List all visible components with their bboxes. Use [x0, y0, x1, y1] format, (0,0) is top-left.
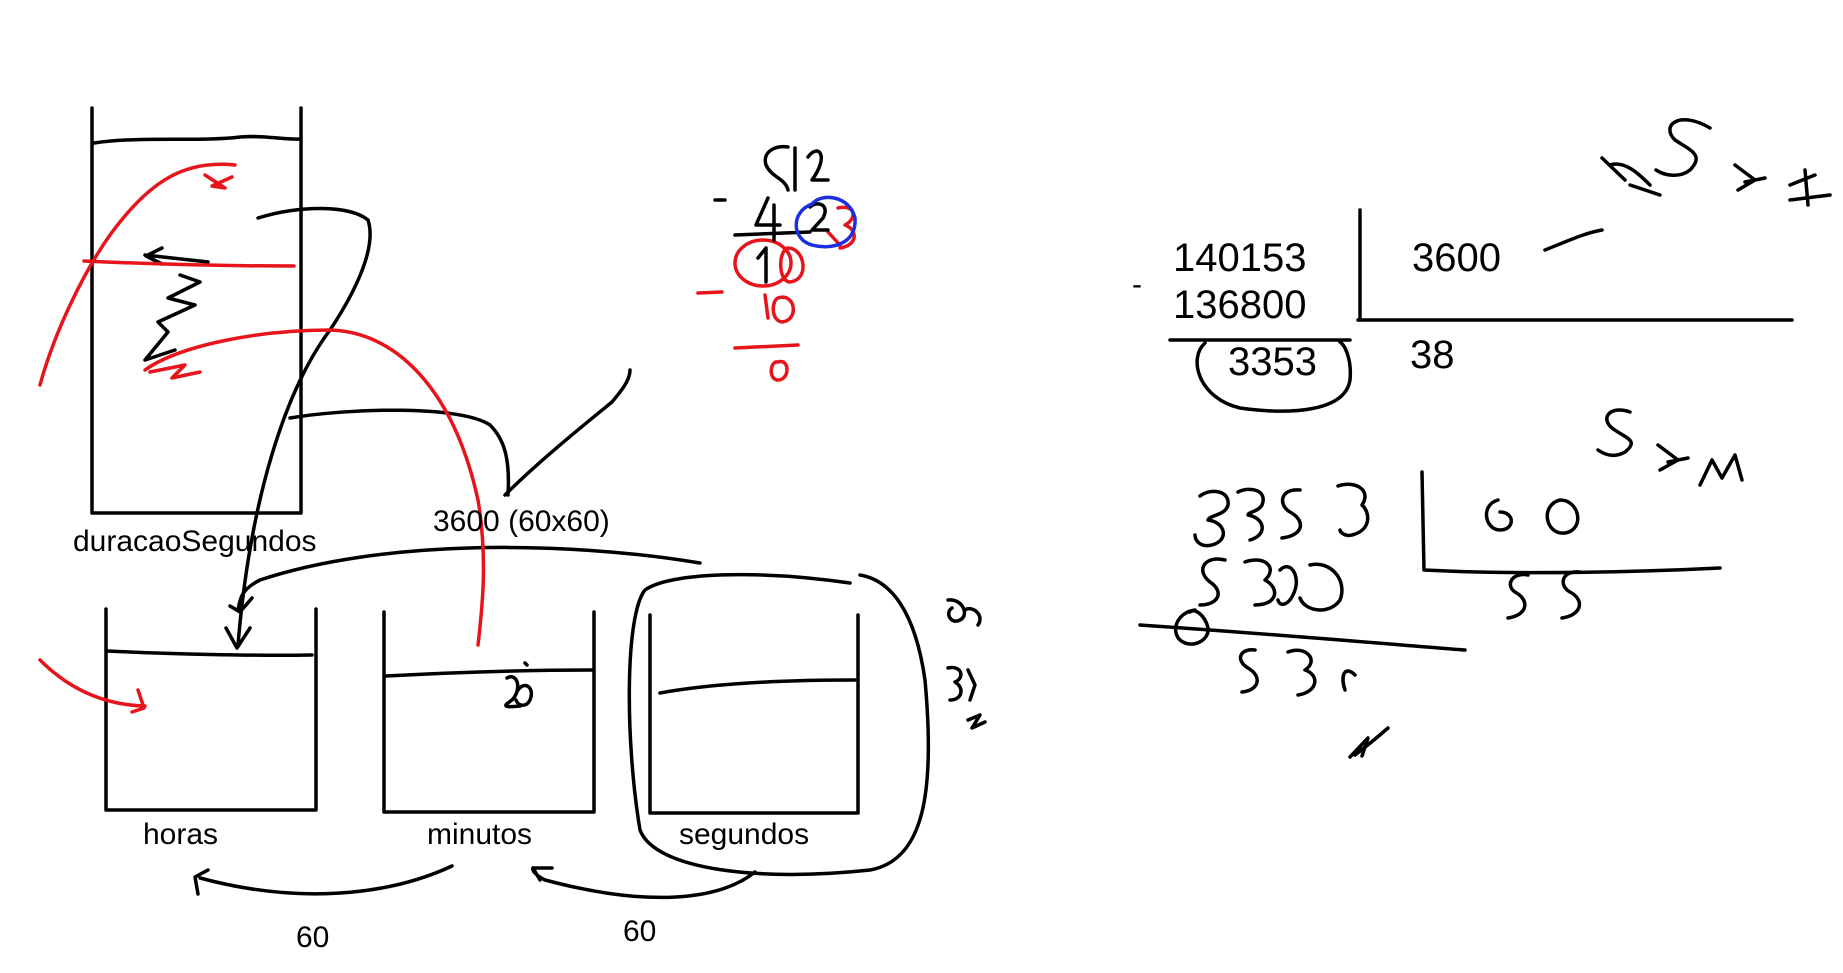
seconds-box-label: segundos: [679, 818, 810, 851]
arrow-seconds-to-hours: [236, 545, 702, 612]
hours-quotient: 38: [1410, 333, 1455, 377]
hours-subtracted: 136800: [1173, 283, 1307, 327]
hours-box: [104, 607, 318, 812]
hours-box-label: horas: [143, 818, 219, 851]
hours-divisor: 3600: [1412, 236, 1501, 280]
minutes-box-label: minutos: [427, 818, 533, 851]
source-box: [90, 106, 303, 515]
seconds-box-loop: [627, 572, 931, 877]
source-box-label: duracaoSegundos: [73, 525, 317, 558]
arrow-minutes-to-hours: [198, 864, 454, 896]
minutes-box: [382, 610, 596, 814]
arrow-source-to-3600: [288, 408, 511, 497]
long-division-hours-lines: [1168, 208, 1794, 413]
seconds-per-hour-label: 3600 (60x60): [433, 505, 610, 538]
minus-sign: -: [1132, 268, 1142, 301]
arrow-source-to-hours: [236, 206, 372, 647]
red-annotations: [38, 162, 856, 714]
hours-remainder: 3353: [1228, 340, 1317, 384]
arrow-seconds-to-minutes: [531, 866, 757, 900]
hours-dividend: 140153: [1173, 236, 1307, 280]
seconds-box: [648, 613, 860, 815]
long-division-minutes-lines: [1138, 470, 1722, 759]
small-division: [713, 144, 857, 284]
minutes-to-hours-factor: 60: [296, 921, 330, 954]
seconds-to-minutes-factor: 60: [623, 915, 657, 948]
handwritten-notes: [504, 118, 1832, 730]
